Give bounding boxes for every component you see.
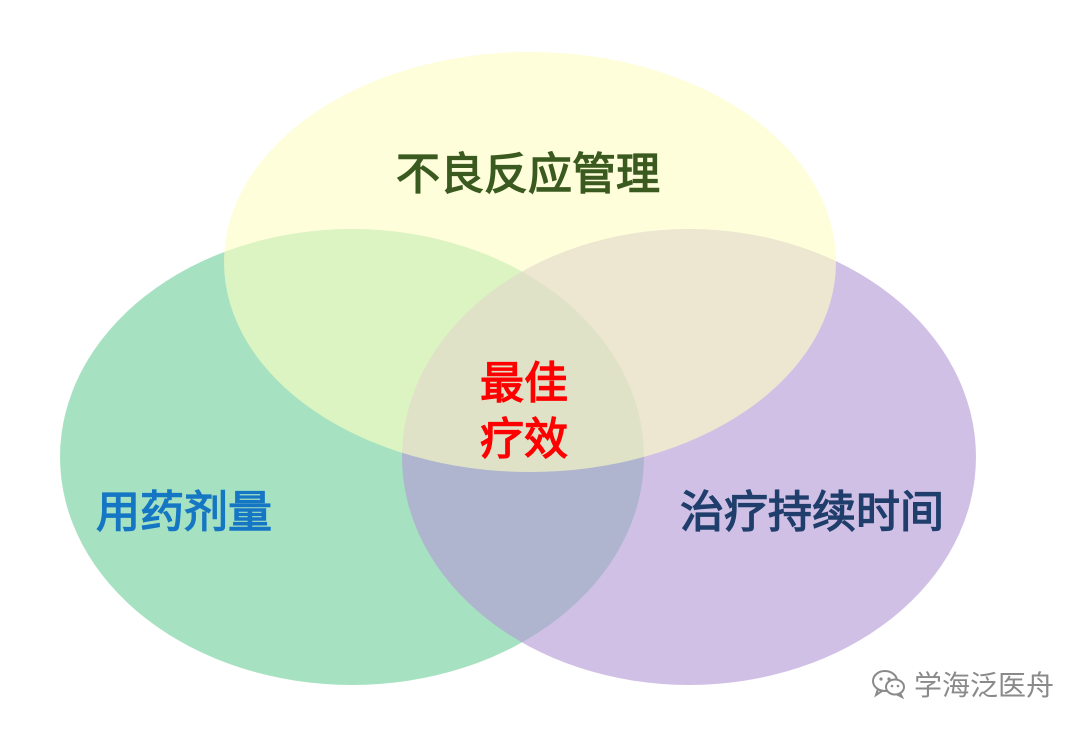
wechat-icon — [872, 670, 905, 699]
label-treatment-duration: 治疗持续时间 — [680, 487, 944, 538]
watermark-text: 学海泛医舟 — [914, 669, 1055, 702]
circle-top — [224, 52, 836, 472]
watermark: 学海泛医舟 — [872, 664, 1054, 704]
label-best-efficacy-line1: 最佳 — [480, 358, 568, 409]
label-best-efficacy: 最佳 疗效 — [472, 356, 576, 468]
label-adverse-reaction-management: 不良反应管理 — [396, 149, 660, 200]
label-dosage: 用药剂量 — [96, 487, 272, 538]
label-best-efficacy-line2: 疗效 — [480, 414, 568, 465]
